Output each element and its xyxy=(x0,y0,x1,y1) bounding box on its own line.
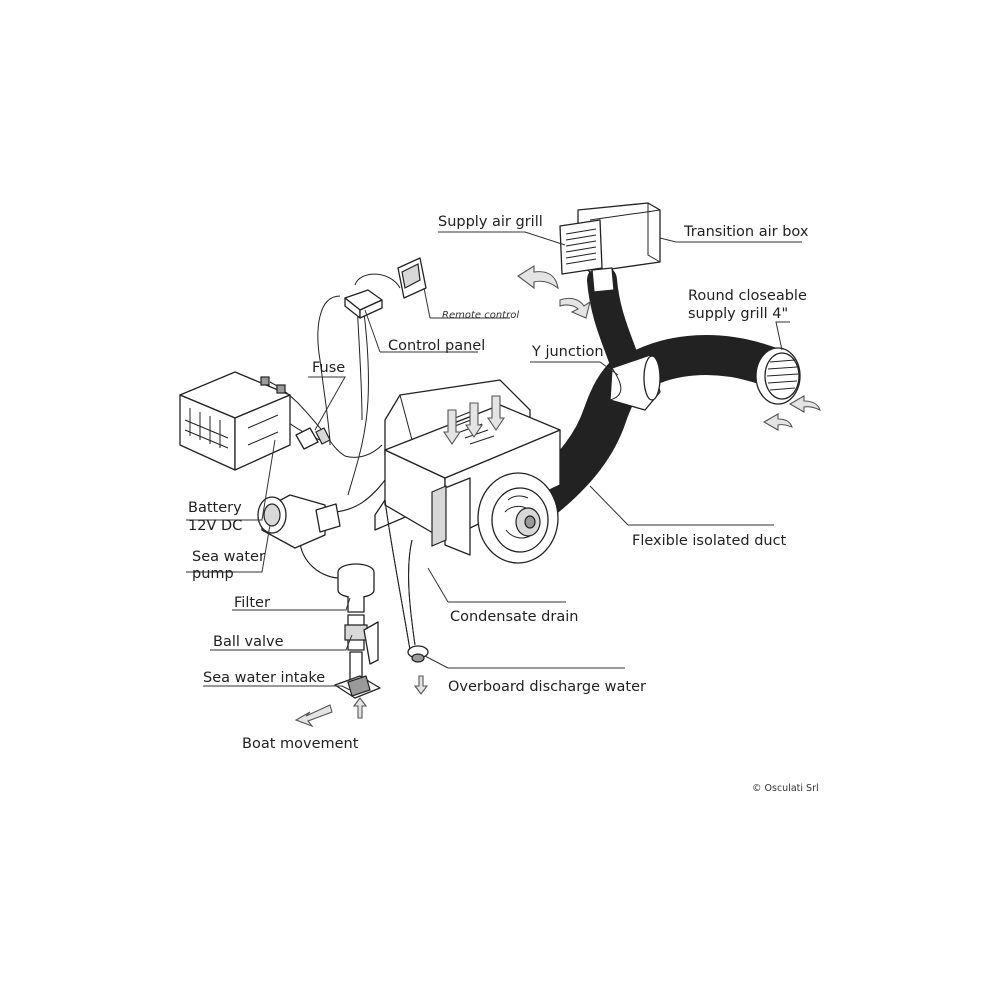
label-y-junction: Y junction xyxy=(531,344,604,360)
label-filter: Filter xyxy=(234,595,270,611)
label-round-closeable-line2: supply grill 4" xyxy=(688,306,788,322)
ball-valve xyxy=(344,614,379,665)
label-boat-movement: Boat movement xyxy=(242,736,359,752)
sea-water-pump xyxy=(257,494,341,549)
label-ball-valve: Ball valve xyxy=(213,634,284,650)
label-sea-water-pump-line1: Sea water xyxy=(192,549,265,565)
labels: Supply air grill Transition air box Roun… xyxy=(188,214,819,794)
label-battery-line1: Battery xyxy=(188,500,242,516)
copyright-notice: © Osculati Srl xyxy=(752,783,819,794)
boat-movement-arrow xyxy=(294,704,333,728)
label-round-closeable-line1: Round closeable xyxy=(688,288,807,304)
label-overboard-discharge-water: Overboard discharge water xyxy=(448,679,646,695)
air-conditioner-unit xyxy=(374,379,561,564)
overboard-outlet xyxy=(407,645,429,663)
label-remote-control: Remote control xyxy=(442,310,519,321)
supply-air-grill xyxy=(559,219,615,293)
sea-water-intake xyxy=(334,651,381,699)
label-supply-air-grill: Supply air grill xyxy=(438,214,543,230)
round-closeable-grill xyxy=(755,347,801,405)
label-control-panel: Control panel xyxy=(388,338,485,354)
water-hoses xyxy=(299,479,416,651)
label-battery-line2: 12V DC xyxy=(188,518,242,534)
label-sea-water-intake: Sea water intake xyxy=(203,670,325,686)
leader-lines xyxy=(186,231,802,691)
battery xyxy=(179,371,291,471)
filter xyxy=(337,563,375,613)
flow-arrows xyxy=(294,675,429,728)
airflow-arrows xyxy=(517,265,821,431)
label-sea-water-pump-line2: pump xyxy=(192,566,234,582)
remote-control xyxy=(397,257,427,299)
label-condensate-drain: Condensate drain xyxy=(450,609,578,625)
label-flexible-isolated-duct: Flexible isolated duct xyxy=(632,533,787,549)
label-transition-air-box: Transition air box xyxy=(683,224,809,240)
y-junction-fitting xyxy=(609,354,661,411)
control-panel xyxy=(344,289,383,319)
label-fuse: Fuse xyxy=(312,360,345,376)
fuse xyxy=(295,427,331,450)
